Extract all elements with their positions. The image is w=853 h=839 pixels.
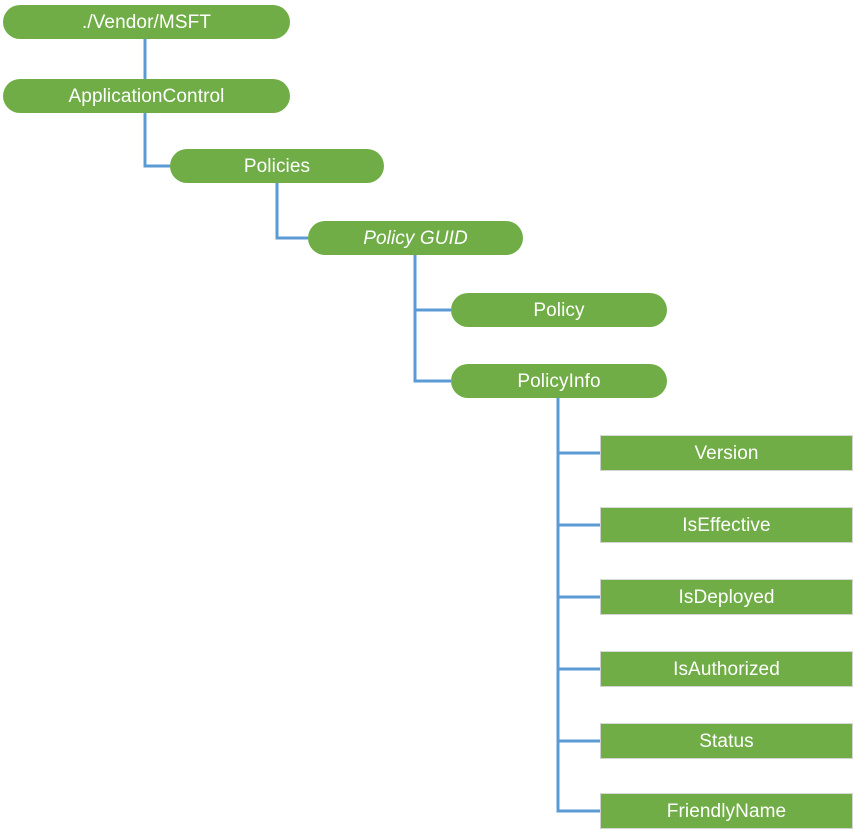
node-is-effective[interactable]: IsEffective [600,507,853,543]
node-vendor-msft[interactable]: ./Vendor/MSFT [3,5,290,39]
node-label-vendor-msft: ./Vendor/MSFT [81,11,212,33]
node-label-policies: Policies [243,155,311,177]
connector-policies-to-policyguid [275,183,308,240]
connector-policyinfo-to-status [556,398,600,743]
node-policy[interactable]: Policy [451,293,667,327]
connector-policyinfo-to-isauthorized [556,398,600,671]
node-label-is-deployed: IsDeployed [678,586,775,608]
connector-policyinfo-to-iseffective [556,398,600,527]
node-policies[interactable]: Policies [170,149,384,183]
connector-appcontrol-to-policies [143,113,170,168]
node-label-policy: Policy [533,299,585,321]
connector-policyinfo-to-version [556,398,600,455]
connector-policyguid-to-policy [413,255,451,312]
node-status[interactable]: Status [600,723,853,759]
node-label-friendly-name: FriendlyName [666,800,787,822]
connector-policyinfo-to-isdeployed [556,398,600,599]
node-policy-info[interactable]: PolicyInfo [451,364,667,398]
node-label-is-authorized: IsAuthorized [673,658,780,680]
node-label-version: Version [694,442,759,464]
node-is-authorized[interactable]: IsAuthorized [600,651,853,687]
node-label-policy-info: PolicyInfo [517,370,601,392]
node-is-deployed[interactable]: IsDeployed [600,579,853,615]
node-label-status: Status [699,730,754,752]
node-application-control[interactable]: ApplicationControl [3,79,290,113]
node-label-is-effective: IsEffective [682,514,771,536]
node-friendly-name[interactable]: FriendlyName [600,793,853,829]
node-label-policy-guid: Policy GUID [363,227,468,249]
connector-policyinfo-to-friendlyname [556,398,600,813]
connector-policyguid-to-policyinfo [413,255,451,383]
node-label-application-control: ApplicationControl [68,85,225,107]
node-version[interactable]: Version [600,435,853,471]
node-policy-guid[interactable]: Policy GUID [308,221,523,255]
